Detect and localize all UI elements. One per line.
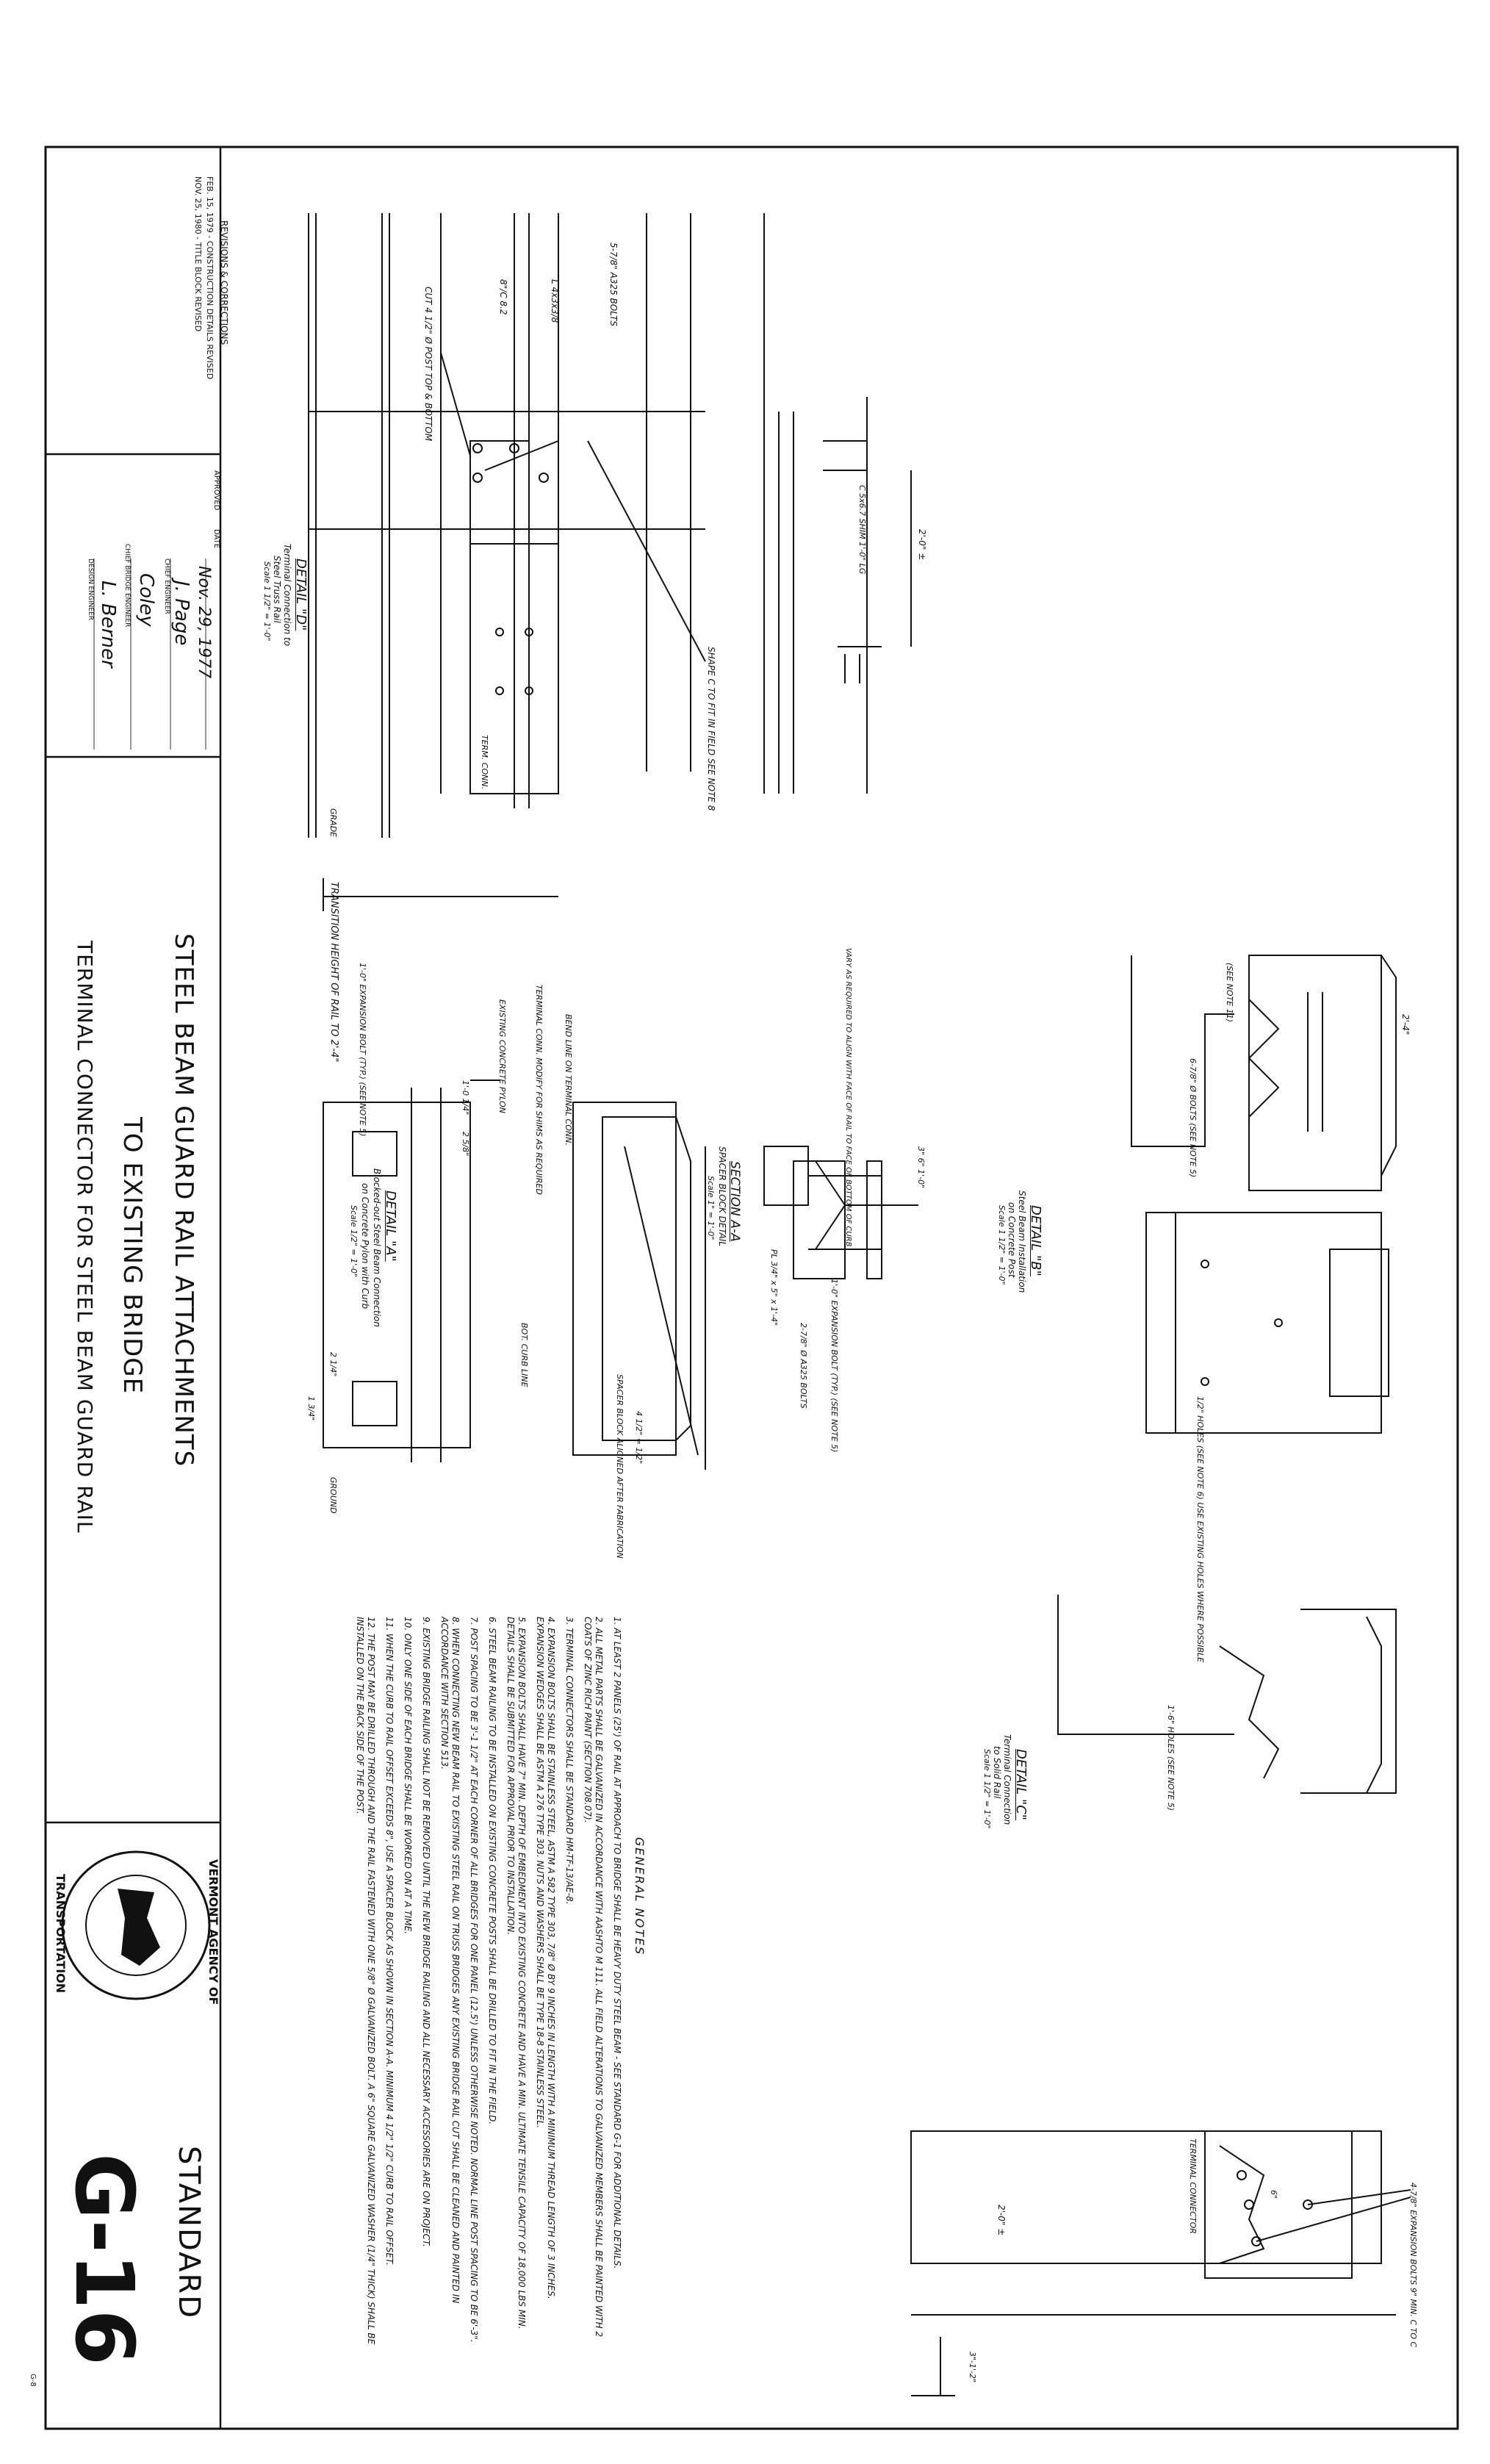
detail-c-label-dim-2: 3"-1'-2": [968, 2352, 977, 2383]
detail-a-label-exp-bolt: 1'-0" EXPANSION BOLT (TYP.) (SEE NOTE 5): [358, 963, 367, 1137]
section-a-label-a325: 2-7/8" Ø A325 BOLTS: [799, 1323, 808, 1409]
chief-bridge-engineer-label: CHIEF BRIDGE ENGINEER: [123, 544, 131, 628]
signature-chief-bridge-engineer: Coley: [135, 573, 157, 627]
general-note-7: 7. POST SPACING TO BE 3'-1 1/2" AT EACH …: [469, 1617, 479, 2343]
detail-b-label-dim: 2'-4": [1400, 1014, 1411, 1035]
detail-c-label-dim-3: 6": [1269, 2190, 1278, 2199]
detail-b-label-note11: (SEE NOTE 11): [1225, 963, 1234, 1023]
general-note-3: 3. TERMINAL CONNECTORS SHALL BE STANDARD…: [564, 1617, 575, 1905]
approval-date: Nov. 29, 1977: [195, 566, 213, 679]
standard-label: STANDARD: [172, 2146, 206, 2320]
section-a-label-exp-bolt: 1'-0" EXPANSION BOLT (TYP.) (SEE NOTE 5): [829, 1279, 839, 1453]
detail-d-label-grade: GRADE: [328, 808, 338, 838]
general-note-6: 6. STEEL BEAM RAILING TO BE INSTALLED ON…: [487, 1617, 497, 2125]
general-note-9: 9. EXISTING BRIDGE RAILING SHALL NOT BE …: [421, 1617, 431, 2247]
signature-design-engineer: L. Berner: [97, 581, 119, 668]
section-a-label-dims: 3" 6" 1'-0": [916, 1146, 926, 1189]
detail-d-label-cut-post: CUT 4 1/2" Ø POST TOP & BOTTOM: [423, 287, 433, 442]
design-engineer-label: DESIGN ENGINEER: [87, 558, 94, 620]
detail-c-scale: Scale 1 1/2" = 1'-0": [982, 1749, 992, 1829]
general-note-4: 4. EXPANSION BOLTS SHALL BE STAINLESS ST…: [535, 1617, 556, 2299]
detail-b-label-bolts: 6-7/8" Ø BOLTS (SEE NOTE 5): [1188, 1058, 1198, 1178]
title-line-2: TO EXISTING BRIDGE: [118, 1117, 147, 1395]
detail-d-label-bolts: 5-7/8" A325 BOLTS: [608, 243, 619, 327]
signature-chief-engineer: J. Page: [170, 581, 192, 646]
detail-d-title: DETAIL "D": [293, 558, 309, 631]
section-a-label-plate: PL 3/4" x 5" x 1'-4": [769, 1249, 779, 1326]
detail-a-label-dim-1: 2 5/8": [461, 1132, 470, 1157]
detail-d-scale: Scale 1 1/2" = 1'-0": [262, 561, 272, 642]
detail-d-label-dim: 2'-0" ±: [917, 529, 927, 561]
detail-b-caption-2: on Concrete Post: [1007, 1202, 1017, 1278]
detail-a-label-ground: GROUND: [328, 1477, 338, 1514]
general-note-2: 2. ALL METAL PARTS SHALL BE GALVANIZED I…: [583, 1617, 604, 2338]
detail-b-title: DETAIL "B": [1028, 1205, 1043, 1276]
detail-a-caption-2: on Concrete Pylon with Curb: [360, 1183, 370, 1310]
detail-d-label-channel: 8"/C 8.2: [498, 279, 508, 315]
sheet-mark: G-8: [29, 2374, 37, 2387]
detail-b-label-holes: 1/2" HOLES (SEE NOTE 6) USE EXISTING HOL…: [1195, 1396, 1205, 1663]
revision-line-1: FEB. 15, 1979 - CONSTRUCTION DETAILS REV…: [205, 176, 215, 380]
revisions-heading: REVISIONS & CORRECTIONS: [219, 220, 229, 345]
agency-seal-bottom-text: TRANSPORTATION: [54, 1874, 68, 1994]
section-a-scale: Scale 1" = 1'-0": [706, 1176, 716, 1240]
detail-a-label-bot-curb: BOT. CURB LINE: [519, 1323, 529, 1387]
detail-a-scale: Scale 1/2" = 1'-0": [349, 1205, 359, 1278]
detail-b-caption-1: Steel Beam Installation: [1017, 1190, 1027, 1293]
detail-d-caption-2: Steel Truss Rail: [272, 556, 282, 623]
detail-d-label-term-conn: TERM. CONN.: [480, 735, 489, 790]
title-line-1: STEEL BEAM GUARD RAIL ATTACHMENTS: [169, 933, 198, 1468]
section-a-caption: SPACER BLOCK DETAIL: [717, 1146, 727, 1247]
section-a-title: SECTION A-A: [727, 1161, 742, 1242]
detail-a-label-pylon: EXISTING CONCRETE PYLON: [497, 999, 507, 1113]
general-notes: GENERAL NOTES 1. AT LEAST 2 PANELS (25')…: [206, 1617, 647, 2352]
detail-b-scale: Scale 1 1/2" = 1'-0": [997, 1205, 1007, 1285]
revision-line-2: NOV. 25, 1980 - TITLE BLOCK REVISED: [193, 176, 203, 332]
detail-d-label-shape-c: SHAPE C TO FIT IN FIELD SEE NOTE 8: [706, 647, 716, 811]
general-note-8: 8. WHEN CONNECTING NEW BEAM RAIL TO EXIS…: [439, 1617, 461, 2304]
detail-c-caption-1: Terminal Connection: [1002, 1734, 1012, 1825]
detail-d-label-transition: TRANSITION HEIGHT OF RAIL TO 2'-4": [328, 882, 339, 1063]
detail-c-label-dim-1: 2'-0" ±: [996, 2205, 1007, 2236]
detail-a-label-dim-3: 2 1/4": [328, 1352, 338, 1377]
detail-a-caption-1: Blocked-out Steel Beam Connection: [372, 1168, 382, 1327]
detail-d-label-shim: C 5x6.7 SHIM 1'-0" LG: [857, 485, 867, 575]
general-note-10: 10. ONLY ONE SIDE OF EACH BRIDGE SHALL B…: [403, 1617, 413, 1935]
detail-c-title: DETAIL "C": [1013, 1749, 1029, 1821]
approved-label: APPROVED: [212, 470, 220, 511]
detail-a-label-term-conn: TERMINAL CONN. MODIFY FOR SHIMS AS REQUI…: [534, 985, 544, 1195]
detail-a-label-offset: 4 1/2" = 1/2": [634, 1411, 644, 1465]
detail-a-label-bend: BEND LINE ON TERMINAL CONN.: [564, 1014, 573, 1146]
general-note-11: 11. WHEN THE CURB TO RAIL OFFSET EXCEEDS…: [384, 1617, 395, 2266]
detail-a-label-spacer: SPACER BLOCK ALIGNED AFTER FABRICATION: [615, 1374, 625, 1559]
section-a-label-vary: VARY AS REQUIRED TO ALIGN WITH FACE OF R…: [844, 948, 852, 1247]
general-note-5: 5. EXPANSION BOLTS SHALL HAVE 7" MIN. DE…: [505, 1617, 527, 2330]
detail-c-label-exp-bolts: 4-7/8" EXPANSION BOLTS 9" MIN. C TO C: [1408, 2183, 1418, 2348]
general-notes-heading: GENERAL NOTES: [633, 1837, 647, 1956]
detail-c-label-term-connector: TERMINAL CONNECTOR: [1188, 2138, 1198, 2234]
detail-d-label-angle: L 4x3x3/8: [550, 279, 560, 323]
detail-a-label-dim-4: 1 3/4": [306, 1396, 316, 1421]
standard-number: G-16: [57, 2153, 151, 2366]
chief-engineer-label: CHIEF ENGINEER: [163, 558, 170, 614]
title-line-3: TERMINAL CONNECTOR FOR STEEL BEAM GUARD …: [73, 941, 97, 1534]
date-label: DATE: [212, 529, 220, 549]
general-note-12: 12. THE POST MAY BE DRILLED THROUGH AND …: [355, 1617, 376, 2345]
detail-d-caption-1: Terminal Connection to: [282, 544, 292, 647]
general-note-1: 1. AT LEAST 2 PANELS (25') OF RAIL AT AP…: [612, 1617, 622, 2269]
detail-a-label-dim-2: 1'-0 1/4": [461, 1080, 470, 1116]
detail-c-label-holes: 1'-6" HOLES (SEE NOTE 5): [1166, 1705, 1176, 1811]
detail-a-title: DETAIL "A": [383, 1190, 398, 1262]
detail-c-caption-2: to Solid Rail: [992, 1746, 1002, 1799]
